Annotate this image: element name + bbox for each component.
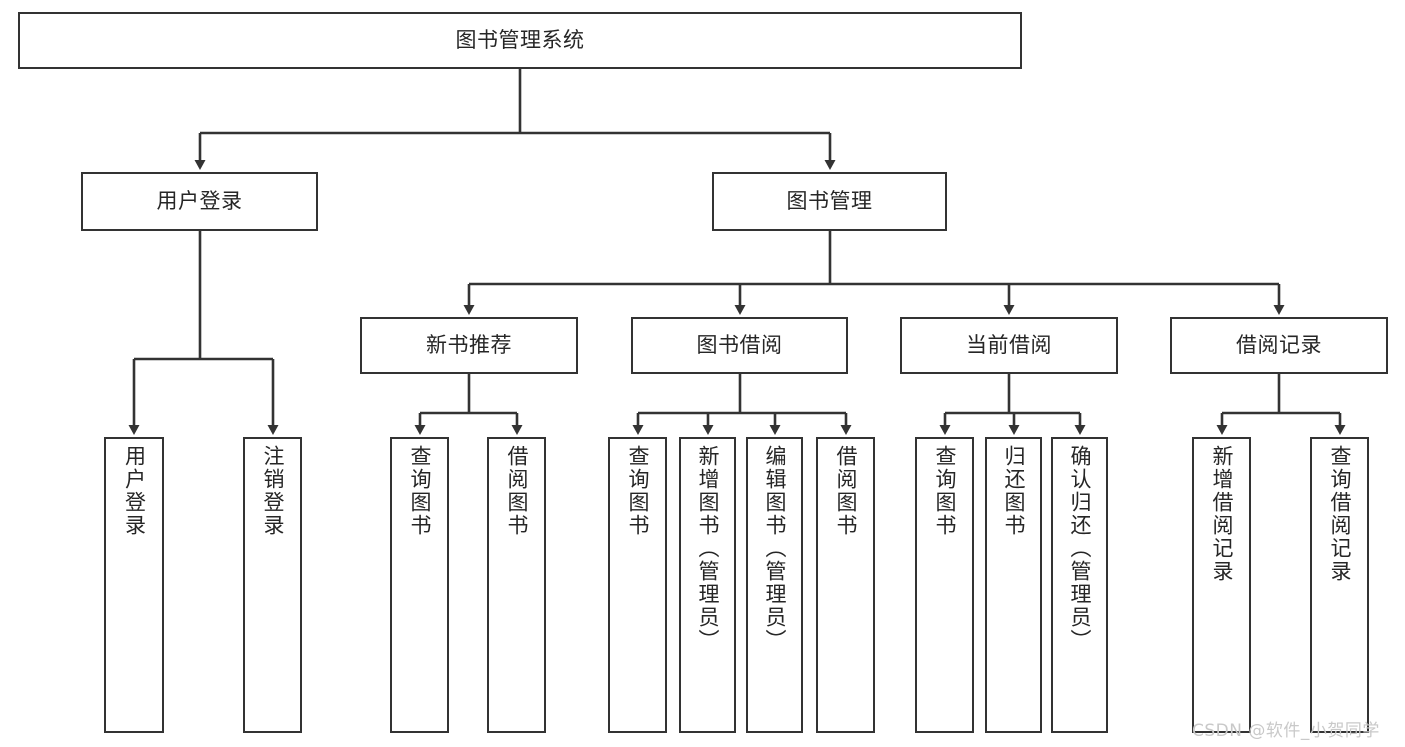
edge-trunk-user-login [134,231,273,361]
edge-trunk-book-borrow [638,374,846,415]
edge-trunk-borrow-record [1222,374,1340,415]
node-label: 查询图书 [408,445,432,537]
node-label: 新增借阅记录 [1210,445,1234,583]
node-label: 图书管理 [786,189,873,214]
node-label: 用户登录 [156,189,243,214]
node-leaf-query-book-2[interactable]: 查询图书 [608,437,667,733]
node-user-login[interactable]: 用户登录 [81,172,318,231]
node-label: 确认归还（管理员） [1068,445,1092,652]
edge-trunk-root [200,69,830,135]
node-label: 编辑图书（管理员） [763,445,787,652]
node-leaf-borrow-book-1[interactable]: 借阅图书 [487,437,546,733]
node-leaf-query-book-3[interactable]: 查询图书 [915,437,974,733]
node-label: 新增图书（管理员） [696,445,720,652]
node-leaf-add-record[interactable]: 新增借阅记录 [1192,437,1251,733]
node-book-borrow[interactable]: 图书借阅 [631,317,848,374]
node-label: 借阅图书 [505,445,529,537]
node-current-borrow[interactable]: 当前借阅 [900,317,1118,374]
node-label: 查询图书 [933,445,957,537]
node-label: 查询借阅记录 [1328,445,1352,583]
node-label: 查询图书 [626,445,650,537]
edge-trunk-new-book-rec [420,374,517,415]
node-label: 注销登录 [261,445,285,537]
node-root[interactable]: 图书管理系统 [18,12,1022,69]
node-label: 图书管理系统 [455,28,585,53]
node-leaf-user-logout[interactable]: 注销登录 [243,437,302,733]
node-label: 借阅图书 [834,445,858,537]
edge-trunk-current-borrow [945,374,1080,415]
node-label: 用户登录 [122,445,147,537]
node-label: 图书借阅 [696,333,783,358]
node-leaf-user-login[interactable]: 用户登录 [104,437,164,733]
node-label: 当前借阅 [966,333,1052,358]
node-label: 借阅记录 [1236,333,1322,358]
node-label: 归还图书 [1002,445,1026,537]
node-new-book-rec[interactable]: 新书推荐 [360,317,578,374]
node-label: 新书推荐 [426,333,512,358]
csdn-watermark: CSDN @软件_小贺同学 [1192,721,1380,741]
edge-trunk-book-manage [469,231,1279,286]
node-leaf-edit-book[interactable]: 编辑图书（管理员） [746,437,803,733]
node-leaf-query-record[interactable]: 查询借阅记录 [1310,437,1369,733]
node-borrow-record[interactable]: 借阅记录 [1170,317,1388,374]
node-leaf-confirm-return[interactable]: 确认归还（管理员） [1051,437,1108,733]
node-leaf-add-book[interactable]: 新增图书（管理员） [679,437,736,733]
node-book-manage[interactable]: 图书管理 [712,172,947,231]
node-leaf-query-book-1[interactable]: 查询图书 [390,437,449,733]
node-leaf-return-book[interactable]: 归还图书 [985,437,1042,733]
node-leaf-borrow-book-2[interactable]: 借阅图书 [816,437,875,733]
